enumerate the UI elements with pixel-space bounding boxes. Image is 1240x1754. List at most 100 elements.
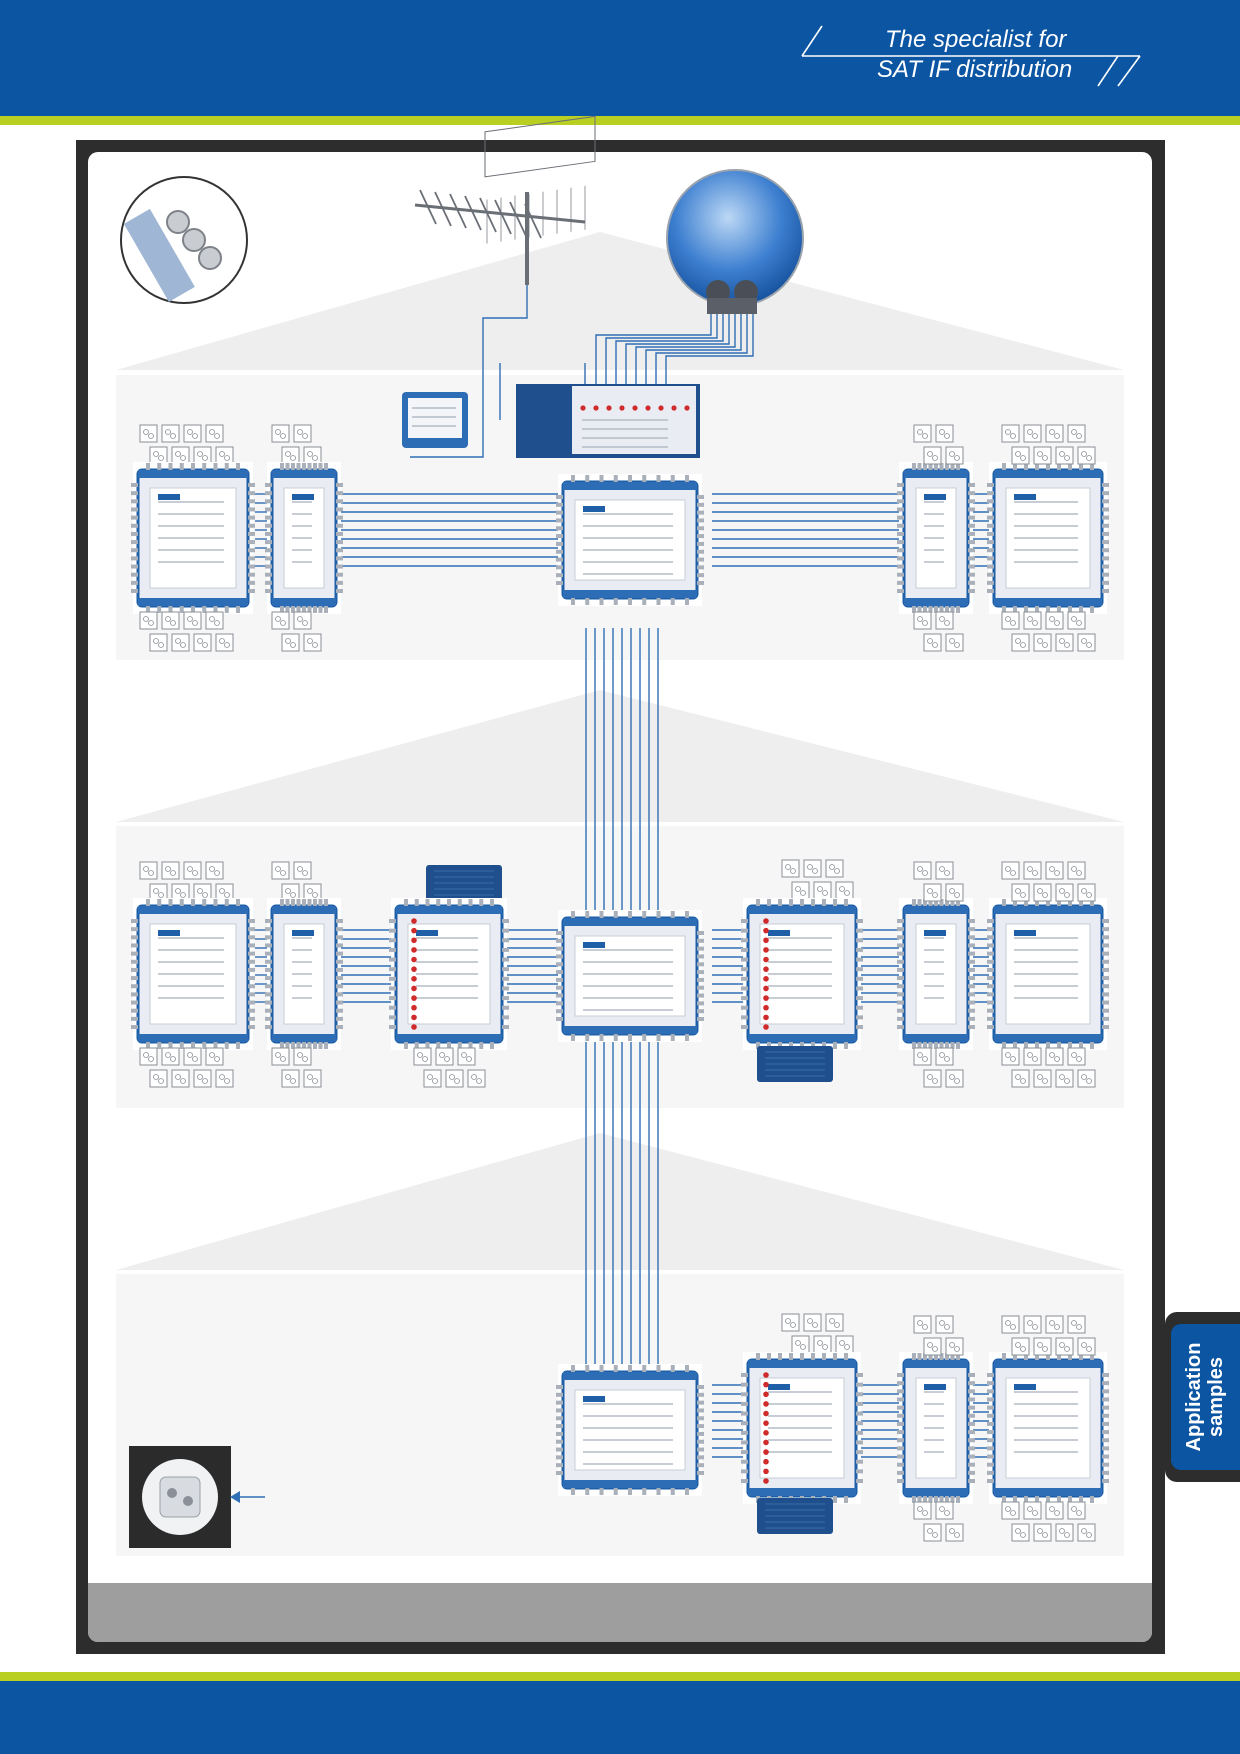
socket-icon	[281, 1069, 300, 1088]
port-right	[1102, 572, 1109, 577]
satellite-dish-icon	[666, 169, 804, 314]
port-right	[697, 1001, 704, 1006]
port-right	[856, 928, 863, 933]
unit-top-rail	[994, 470, 1102, 478]
socket-port	[1049, 1320, 1055, 1326]
socket-port	[180, 892, 186, 898]
socket-port	[807, 1318, 813, 1324]
unit-top-rail	[272, 906, 336, 914]
socket-port	[476, 1078, 482, 1084]
port-right	[336, 507, 343, 512]
port-left	[741, 1440, 748, 1445]
socket-port	[158, 455, 164, 461]
port-left	[897, 1462, 904, 1467]
socket-group	[913, 1501, 964, 1542]
socket-port	[917, 616, 923, 622]
port-top	[685, 911, 689, 918]
cable-line	[595, 300, 712, 386]
port-left	[987, 580, 994, 585]
socket-port	[1081, 888, 1087, 894]
port-right	[856, 1373, 863, 1377]
port-left	[131, 1025, 138, 1029]
socket-port	[944, 1510, 950, 1516]
socket-icon	[945, 633, 964, 652]
wall-socket-port	[167, 1488, 177, 1498]
port-top	[146, 899, 150, 906]
socket-icon	[781, 859, 800, 878]
port-bottom	[202, 606, 207, 613]
port-top	[613, 911, 618, 918]
socket-port	[1020, 1346, 1026, 1352]
socket-port	[148, 1056, 154, 1062]
socket-port	[202, 892, 208, 898]
port-bottom	[1013, 1496, 1017, 1503]
port-left	[987, 515, 994, 520]
port-right	[248, 1016, 255, 1021]
power-indicator	[411, 1024, 417, 1030]
port-bottom	[1002, 606, 1006, 613]
socket-icon	[1055, 1523, 1074, 1542]
socket-port	[1059, 1342, 1065, 1348]
socket-port	[170, 1056, 176, 1062]
socket-icon	[913, 861, 932, 880]
power-supply-unit	[757, 1046, 833, 1082]
port-right	[968, 967, 975, 972]
port-left	[987, 589, 994, 593]
socket-port	[922, 1056, 928, 1062]
port-left	[265, 589, 272, 593]
socket-port	[1032, 1510, 1038, 1516]
power-indicator	[763, 966, 769, 972]
port-bottom	[1079, 606, 1083, 613]
socket-icon	[923, 1523, 942, 1542]
power-indicator	[411, 966, 417, 972]
unit-bottom-rail	[994, 1488, 1102, 1496]
port-left	[987, 1397, 994, 1402]
port-right	[968, 580, 975, 585]
port-top	[479, 899, 484, 906]
port-top	[1024, 463, 1028, 470]
socket-port	[143, 1052, 149, 1058]
socket-icon	[1011, 446, 1030, 465]
socket-port	[817, 886, 823, 892]
socket-port	[1054, 1324, 1060, 1330]
port-right	[968, 589, 975, 593]
port-top	[1068, 463, 1072, 470]
port-right	[697, 1455, 704, 1460]
port-top	[324, 899, 328, 906]
socket-icon	[1055, 446, 1074, 465]
side-tab[interactable]	[1171, 1324, 1240, 1470]
multiswitch-unit	[265, 462, 343, 614]
port-bottom	[950, 606, 955, 613]
socket-icon	[1055, 633, 1074, 652]
port-right	[856, 996, 863, 1001]
socket-icon	[149, 633, 168, 652]
multiswitch-unit	[741, 898, 863, 1050]
socket-icon	[161, 424, 180, 443]
socket-port	[1071, 1052, 1077, 1058]
port-right	[697, 946, 704, 951]
terrestrial-antenna-icon	[414, 115, 596, 285]
socket-icon	[1045, 1047, 1064, 1066]
port-left	[897, 540, 904, 545]
port-right	[697, 1431, 704, 1436]
port-right	[856, 1015, 863, 1020]
socket-port	[461, 1052, 467, 1058]
port-right	[248, 984, 255, 989]
socket-port	[1081, 1342, 1087, 1348]
port-top	[950, 899, 955, 906]
port-top	[833, 1353, 837, 1360]
port-bottom	[670, 1034, 675, 1041]
socket-icon	[1011, 1337, 1030, 1356]
port-top	[1024, 899, 1028, 906]
port-bottom	[571, 598, 575, 605]
socket-port	[297, 429, 303, 435]
port-top	[1013, 463, 1017, 470]
port-bottom	[585, 1488, 590, 1495]
port-left	[389, 1025, 396, 1029]
port-bottom	[934, 606, 938, 613]
socket-port	[1059, 638, 1065, 644]
port-left	[556, 1017, 563, 1021]
port-left	[987, 935, 994, 940]
multiswitch-unit	[556, 910, 704, 1042]
port-bottom	[670, 598, 675, 605]
